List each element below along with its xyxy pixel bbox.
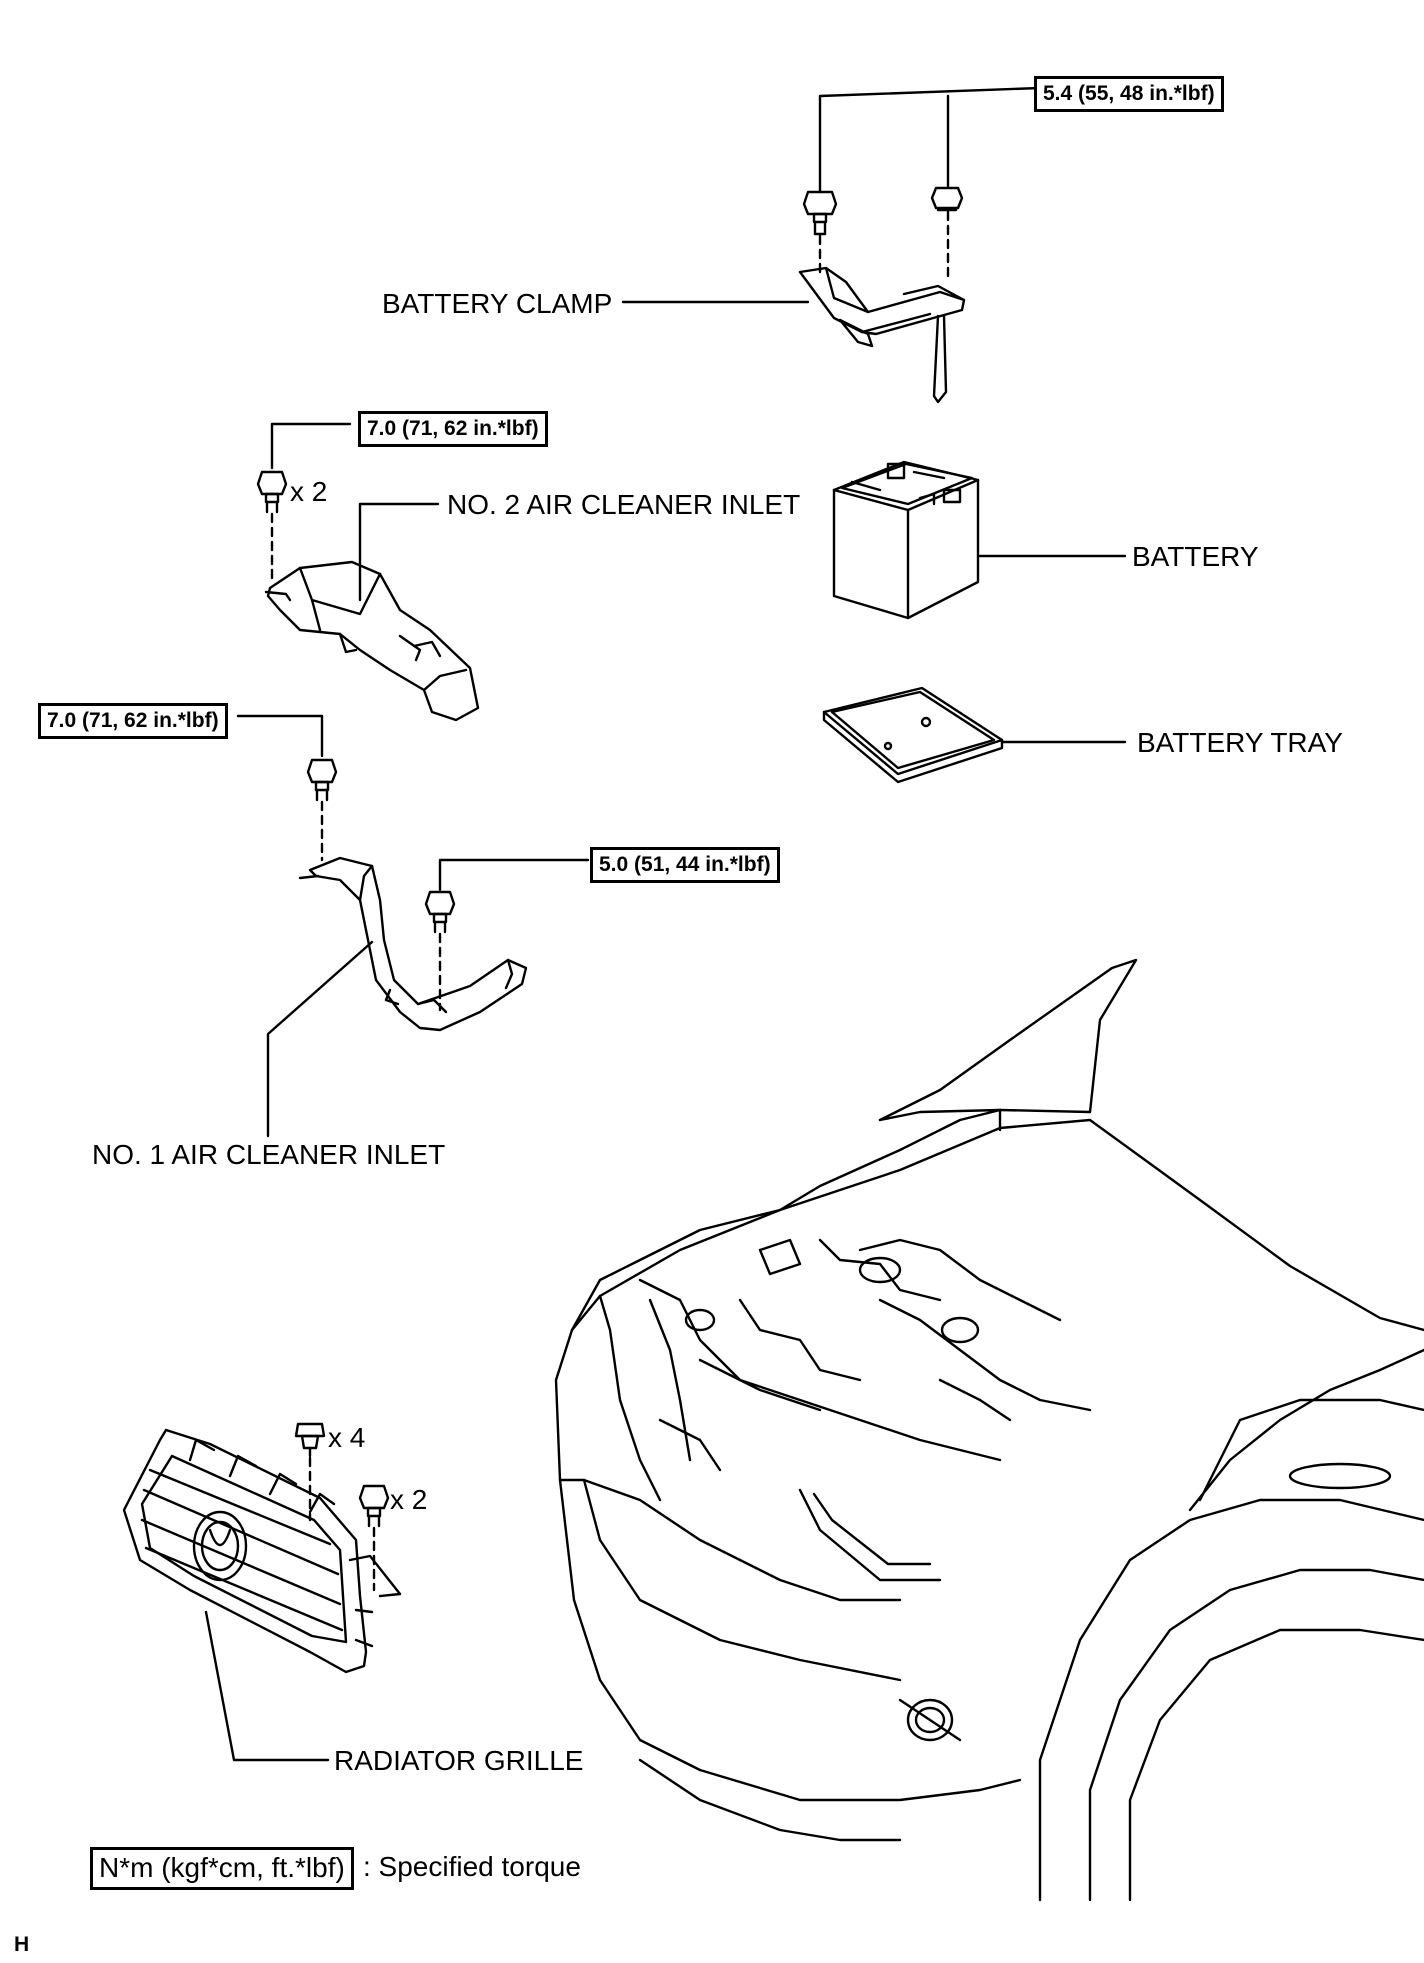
no1-inlet-lower-torque-box: 5.0 (51, 44 in.*lbf): [590, 847, 780, 884]
radiator-grille-leader: [204, 1610, 330, 1762]
no2-inlet-torque-box: 7.0 (71, 62 in.*lbf): [358, 411, 548, 448]
no2-bolt-icon: [256, 470, 288, 514]
torque-legend-box: N*m (kgf*cm, ft.*lbf): [90, 1847, 354, 1890]
torque-legend-text: : Specified torque: [363, 1851, 581, 1882]
battery-clamp-bolt-icon: [802, 190, 838, 236]
battery-clamp-nut-icon: [930, 186, 964, 212]
grille-bolt-icon: [358, 1484, 390, 1528]
grille-clip-icon: [294, 1422, 326, 1458]
no2-torque-leader: [270, 422, 352, 470]
battery-tray-part: [822, 686, 1004, 784]
corner-mark: H: [14, 1933, 30, 1956]
battery-clamp-torque-leader: [818, 86, 1042, 194]
battery-tray-label: BATTERY TRAY: [1137, 727, 1343, 758]
no2-air-cleaner-inlet-part: [264, 560, 480, 722]
no1-lower-torque-leader: [438, 858, 590, 892]
no1-leader: [266, 940, 374, 1138]
battery-clamp-dashed-guides: [818, 210, 950, 284]
battery-label: BATTERY: [1132, 541, 1259, 572]
battery-clamp-label: BATTERY CLAMP: [382, 288, 613, 319]
no2-air-cleaner-inlet-label: NO. 2 AIR CLEANER INLET: [447, 489, 801, 520]
radiator-grille-label: RADIATOR GRILLE: [334, 1745, 584, 1776]
no1-upper-bolt-icon: [306, 758, 338, 802]
battery-clamp-part: [798, 266, 966, 404]
radiator-grille-part: [122, 1428, 402, 1674]
no1-upper-torque-leader: [236, 714, 324, 758]
no2-leader: [358, 502, 440, 602]
battery-clamp-torque-box: 5.4 (55, 48 in.*lbf): [1034, 76, 1224, 113]
vehicle-front-illustration: [554, 958, 1424, 1902]
grille-clip-quantity: x 4: [328, 1422, 366, 1453]
battery-part: [832, 460, 980, 620]
grille-bolt-quantity: x 2: [390, 1484, 428, 1515]
no1-air-cleaner-inlet-label: NO. 1 AIR CLEANER INLET: [92, 1139, 446, 1170]
no1-inlet-upper-torque-box: 7.0 (71, 62 in.*lbf): [38, 703, 228, 740]
no1-air-cleaner-inlet-part: [298, 856, 528, 1032]
no1-lower-bolt-icon: [424, 890, 456, 934]
no2-bolt-quantity: x 2: [290, 476, 328, 507]
